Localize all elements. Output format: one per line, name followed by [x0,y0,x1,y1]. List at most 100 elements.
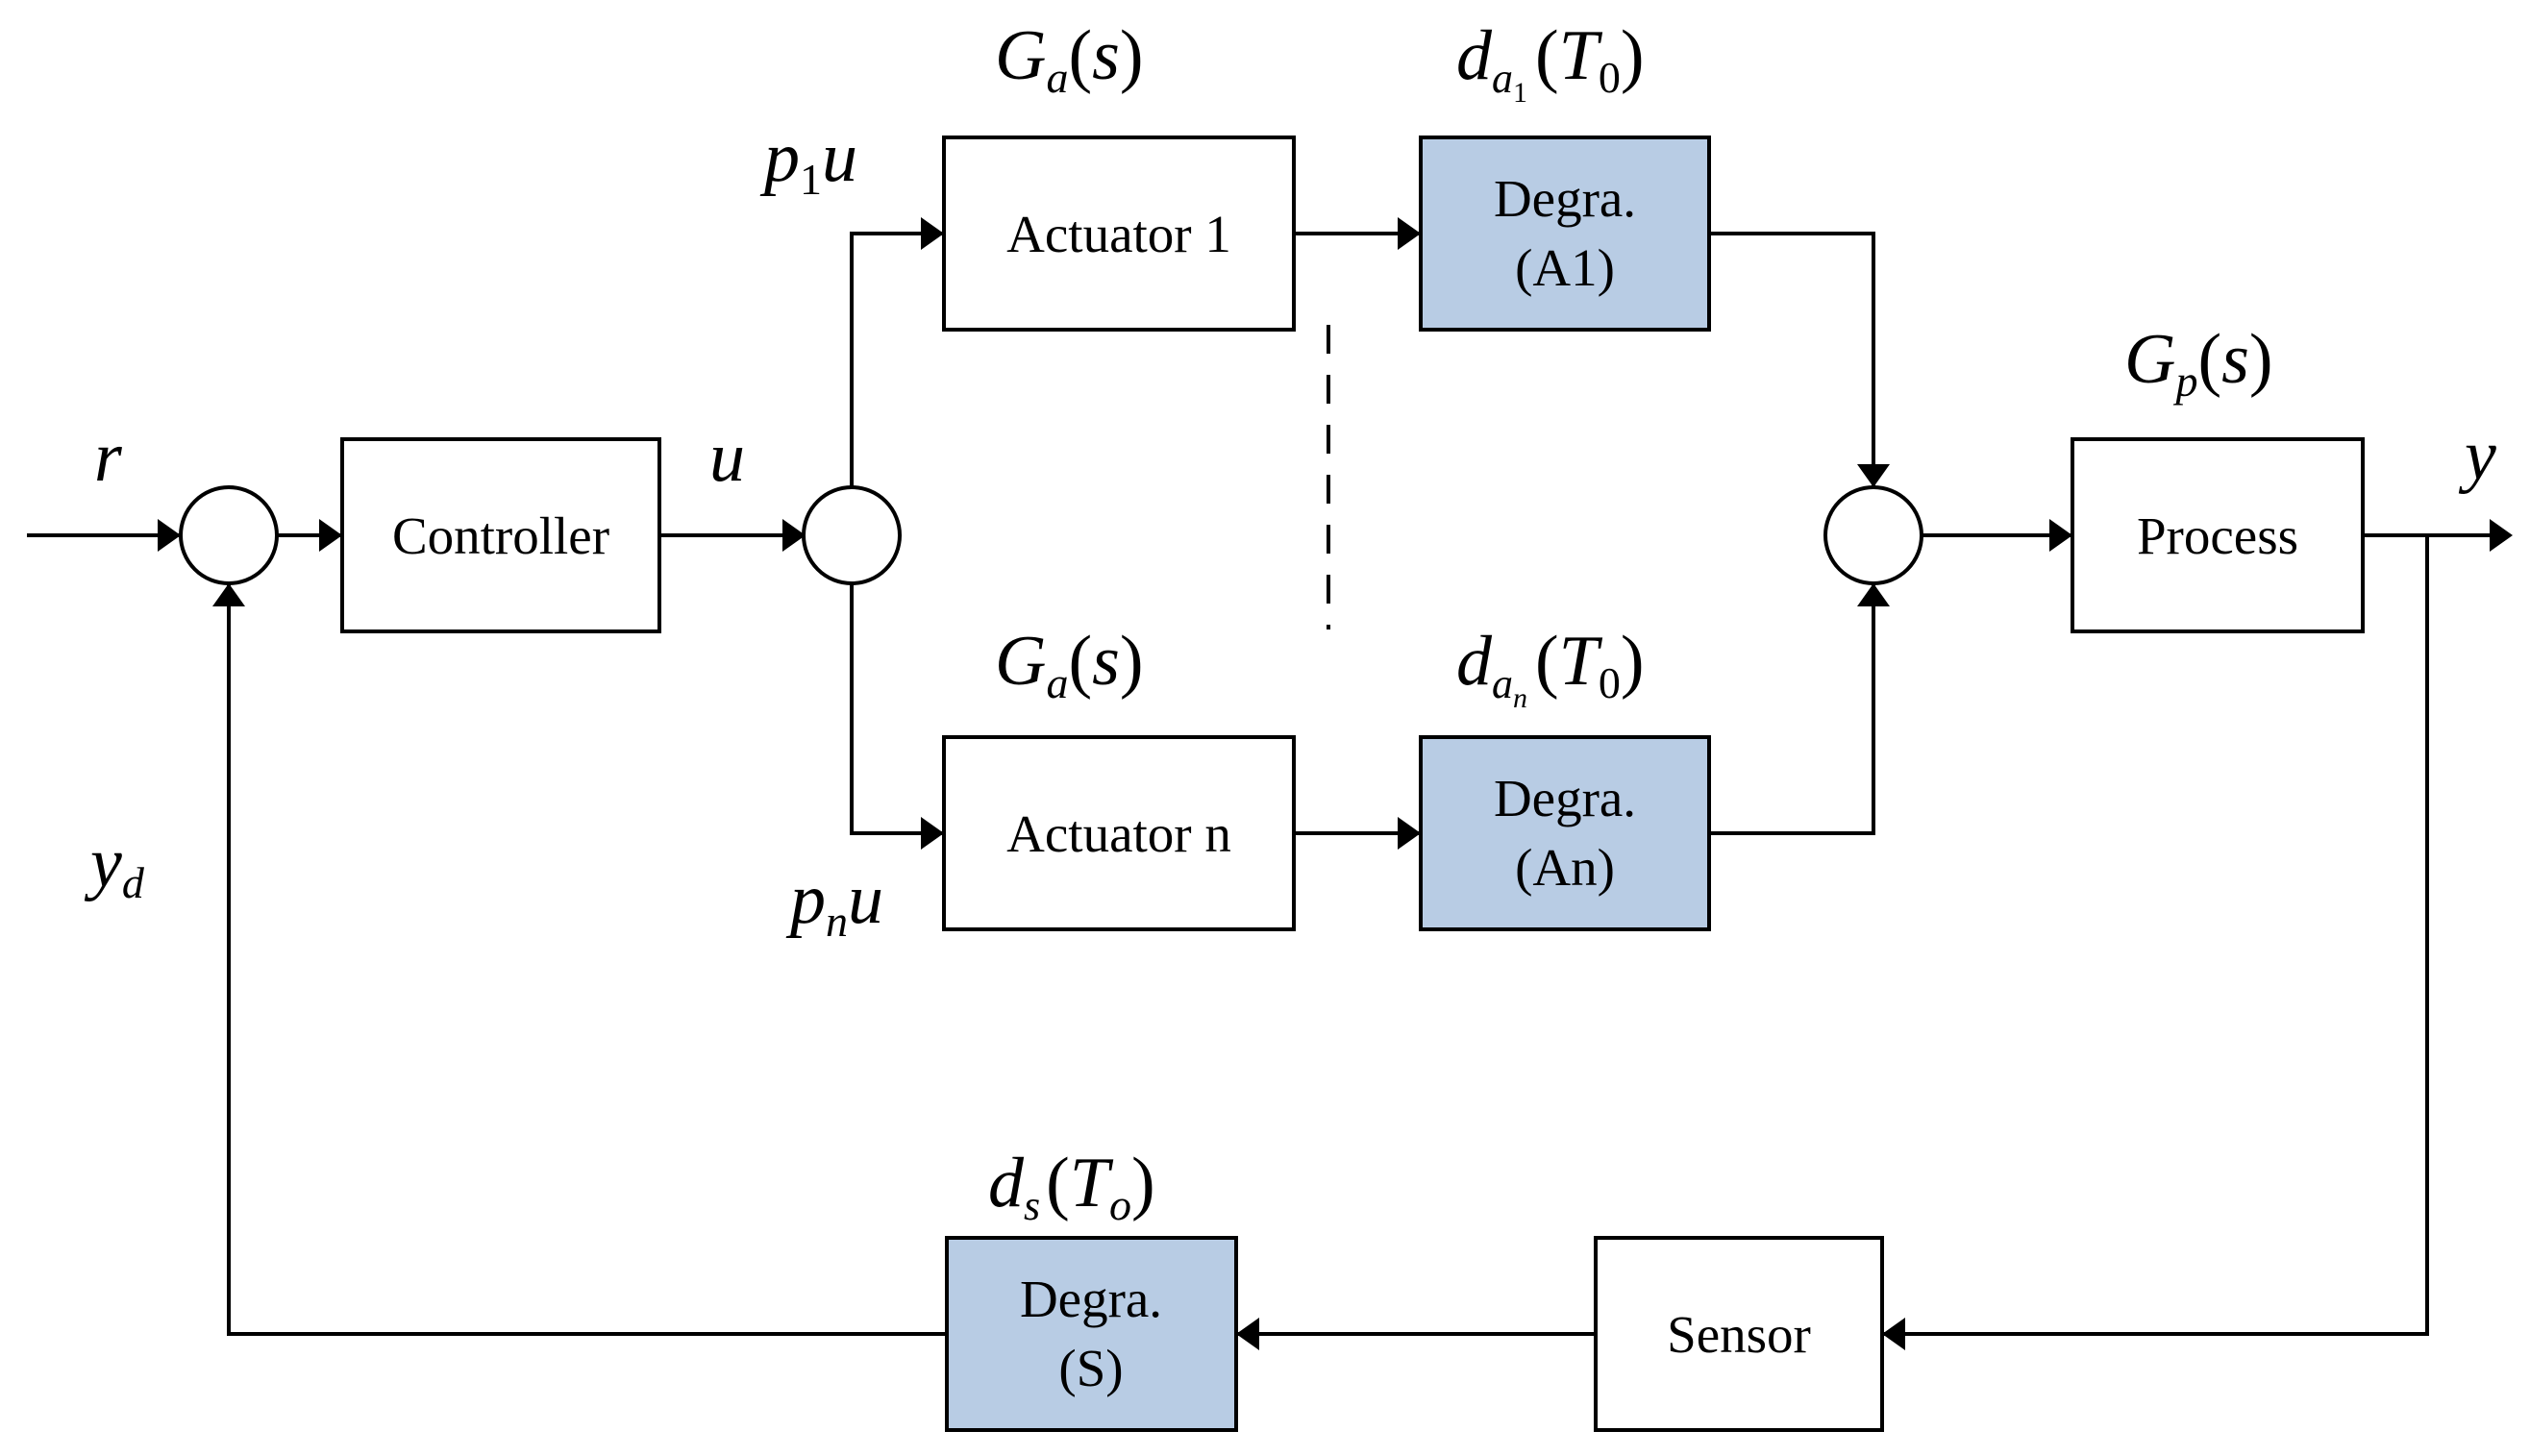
degra-an-block: Degra. (An) [1419,735,1711,931]
feedback-label-sub: d [122,858,145,907]
arrow-into-sum1 [158,519,181,552]
degra-an-tf-argsub: 0 [1599,658,1621,707]
degra-an-tf-subsub: n [1513,682,1527,714]
controller-block: Controller [340,437,661,633]
actuator1-tf-close-paren: ) [1120,16,1144,95]
actuatorn-tf-arg: s [1092,622,1120,701]
branch1-label-sub: 1 [800,155,822,204]
process-transfer-label: Gp(s) [2124,320,2273,406]
split-to-actuatorn-wire [850,583,944,835]
actuatorn-tf-open-paren: ( [1068,622,1092,701]
degra-an-line1: Degra. [1494,769,1636,827]
process-tf-base: G [2124,320,2175,399]
actuator1-transfer-label: Ga(s) [995,16,1144,102]
arrow-into-split [782,519,806,552]
sensor-block: Sensor [1594,1236,1884,1432]
degra-an-transfer-label: dan(T0) [1456,622,1644,714]
input-label-r: r [94,418,123,497]
feedback-wire [227,583,947,1336]
degra-s-tf-arg: T [1070,1144,1114,1222]
degra-a1-tf-base: d [1456,16,1493,95]
branchn-label-pnu: pnu [785,860,883,946]
output-label-y: y [2458,416,2496,495]
degra-an-line2: (An) [1515,838,1615,897]
arrow-into-actuator1 [921,217,944,250]
degra-s-tf-sub: s [1024,1182,1040,1229]
arrow-into-actuatorn [921,817,944,850]
process-tf-open-paren: ( [2197,320,2221,399]
process-tf-arg: s [2221,320,2249,399]
degra-an-to-sum-wire [1709,583,1875,835]
degra-an-tf-base: d [1456,622,1493,701]
actuatorn-tf-base: G [995,622,1046,701]
branchn-label-base: p [785,860,826,939]
split-to-actuator1-wire [850,232,944,487]
actuatorn-transfer-label: Ga(s) [995,622,1144,707]
degra-s-tf-base: d [988,1144,1025,1222]
degra-an-tf-sub: a [1492,660,1513,707]
process-label: Process [2137,506,2298,565]
actuatorn-block: Actuator n [942,735,1296,931]
degra-an-tf-close-paren: ) [1621,622,1645,701]
arrowheads [158,217,2513,1350]
degra-a1-block: Degra. (A1) [1419,136,1711,332]
arrow-into-degra-an [1398,817,1421,850]
branchn-label-sub: n [826,897,848,946]
arrow-into-degra-a1 [1398,217,1421,250]
degra-s-tf-argsub: o [1109,1180,1131,1229]
actuator1-tf-base: G [995,16,1046,95]
degra-a1-tf-argsub: 0 [1599,53,1621,102]
degra-s-tf-open-paren: ( [1046,1144,1070,1222]
degra-a1-line1: Degra. [1494,169,1636,228]
process-tf-close-paren: ) [2249,320,2273,399]
degra-a1-tf-open-paren: ( [1535,16,1559,95]
output-to-sensor-wire [1882,535,2429,1336]
actuator1-tf-arg: s [1092,16,1120,95]
arrow-into-process [2049,519,2072,552]
actuatorn-label: Actuator n [1006,804,1231,863]
branch1-label-base: p [759,118,800,197]
arrow-into-controller [319,519,342,552]
branch1-label-p1u: p1u [759,118,857,204]
branchn-label-tail: u [848,860,883,939]
degra-an-tf-arg: T [1559,622,1603,701]
actuator1-tf-open-paren: ( [1068,16,1092,95]
degra-s-line2: (S) [1058,1339,1123,1397]
degra-s-block: Degra. (S) [945,1236,1238,1432]
degra-a1-transfer-label: da1(T0) [1456,16,1644,109]
arrow-into-sum2-bottom [1857,583,1890,606]
degra-a1-tf-close-paren: ) [1621,16,1645,95]
degra-a1-tf-subsub: 1 [1513,77,1527,109]
actuatorn-tf-close-paren: ) [1120,622,1144,701]
control-signal-label-u: u [709,418,745,497]
feedback-label-base: y [84,824,122,902]
degra-an-tf-open-paren: ( [1535,622,1559,701]
arrow-into-sum1-bottom [212,583,245,606]
signal-wires [27,232,2499,1336]
actuator1-block: Actuator 1 [942,136,1296,332]
actuatorn-tf-sub: a [1046,658,1068,707]
summing-junction-actuators [1823,485,1923,585]
feedback-label-yd: yd [84,824,145,907]
degra-s-transfer-label: ds(To) [988,1144,1155,1229]
arrow-output [2490,519,2513,552]
split-junction [802,485,902,585]
sensor-label: Sensor [1667,1305,1811,1364]
arrow-into-degra-s [1236,1318,1259,1350]
branch1-label-tail: u [822,118,857,197]
controller-label: Controller [392,506,609,565]
arrow-into-sensor [1882,1318,1905,1350]
degra-s-line1: Degra. [1020,1270,1162,1328]
actuator1-label: Actuator 1 [1006,205,1231,263]
process-tf-sub: p [2172,357,2197,406]
degra-a1-to-sum-wire [1709,232,1875,487]
summing-junction-reference [179,485,279,585]
degra-s-tf-close-paren: ) [1131,1144,1155,1222]
actuator1-tf-sub: a [1046,53,1068,102]
degra-a1-line2: (A1) [1515,238,1615,297]
arrow-into-sum2-top [1857,464,1890,487]
degra-a1-tf-arg: T [1559,16,1603,95]
degra-a1-tf-sub: a [1492,55,1513,102]
process-block: Process [2071,437,2365,633]
